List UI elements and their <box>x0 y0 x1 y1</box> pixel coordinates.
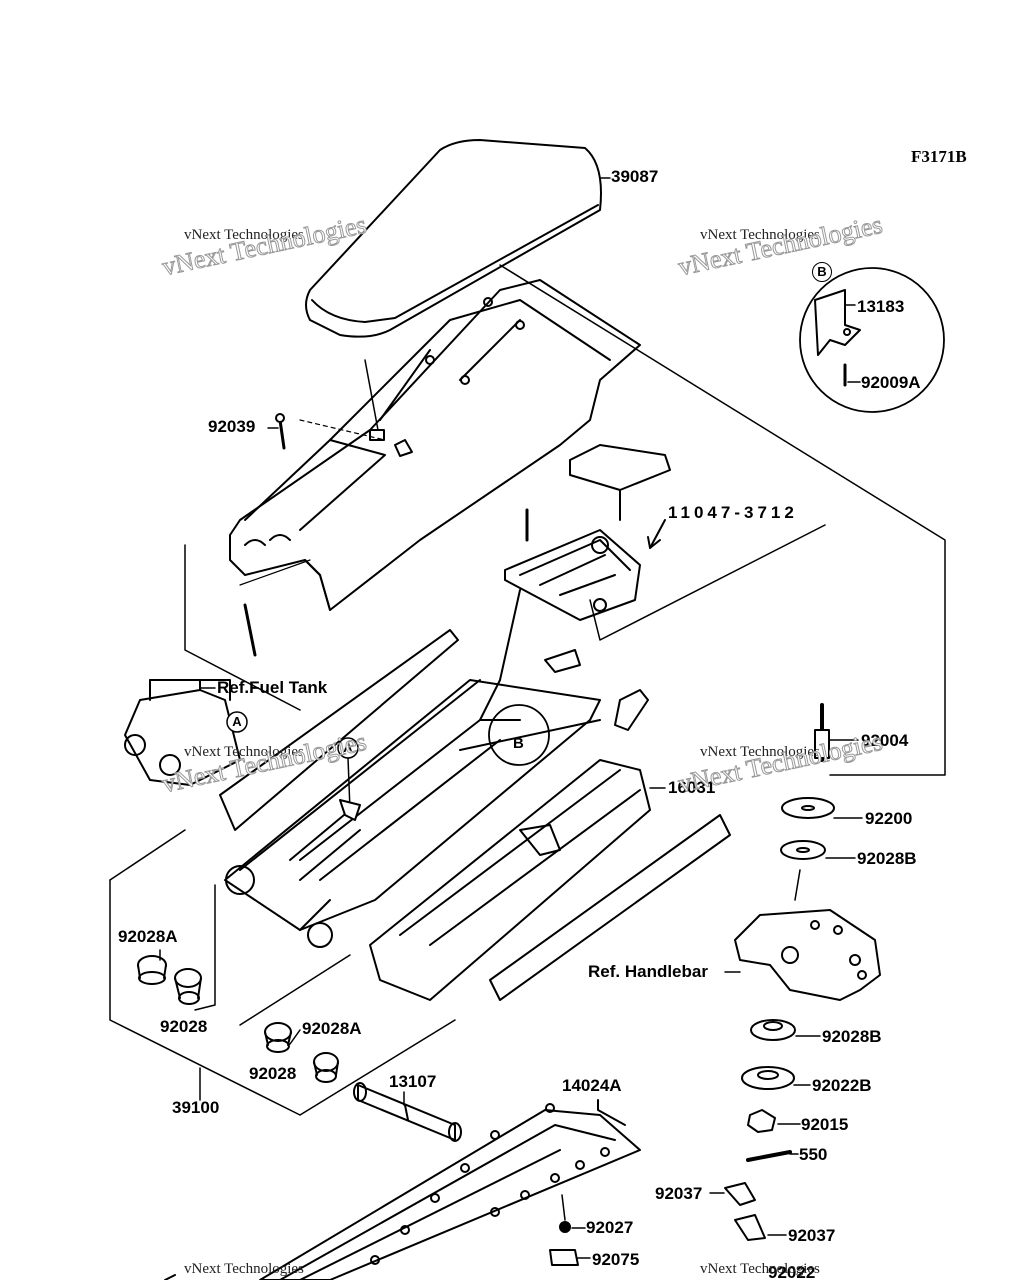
callout-b-frame: B <box>513 735 524 752</box>
part-label-92037-left: 92037 <box>655 1184 703 1203</box>
part-label-92009a: 92009A <box>861 373 921 392</box>
part-label-39100: 39100 <box>172 1098 220 1117</box>
part-label-92022b: 92022B <box>812 1076 872 1095</box>
rail-14024a <box>259 1099 641 1280</box>
fuel-tank-bracket <box>124 679 241 786</box>
washer-92028b <box>780 840 826 860</box>
part-label-92028a-left: 92028A <box>118 927 178 946</box>
rivet-lower <box>243 603 257 657</box>
sleeve-13107 <box>353 1082 462 1142</box>
part-label-11047-3712: 11047-3712 <box>668 503 798 522</box>
seat-frame <box>229 279 641 611</box>
callout-a-right: A <box>343 740 353 755</box>
handlebar-plate <box>734 909 881 1001</box>
part-label-92200: 92200 <box>865 809 913 828</box>
part-label-92004: 92004 <box>861 731 909 750</box>
nut-92027 <box>559 1221 571 1233</box>
pin-550 <box>746 1150 792 1162</box>
part-label-92028-left: 92028 <box>160 1017 208 1036</box>
part-label-13183: 13183 <box>857 297 905 316</box>
part-label-92015: 92015 <box>801 1115 849 1134</box>
washer-92200 <box>781 797 835 819</box>
part-label-14024a: 14024A <box>562 1076 622 1095</box>
part-label-92027: 92027 <box>586 1218 634 1237</box>
frame-rails <box>219 629 649 948</box>
figure-code: F3171B <box>911 147 967 166</box>
part-label-39087: 39087 <box>611 167 659 186</box>
callout-b-circle: B <box>812 262 832 282</box>
part-label-16031: 16031 <box>668 778 716 797</box>
part-label-92022: 92022 <box>768 1263 816 1282</box>
part-label-550: 550 <box>799 1145 828 1164</box>
bracket-13183 <box>814 289 861 387</box>
part-label-92028b-lower: 92028B <box>822 1027 882 1046</box>
part-label-92037-right: 92037 <box>788 1226 836 1245</box>
part-label-92028a-center: 92028A <box>302 1019 362 1038</box>
stud-92004 <box>814 703 830 762</box>
part-label-13107: 13107 <box>389 1072 437 1091</box>
part-label-ref-handlebar: Ref. Handlebar <box>588 962 708 981</box>
part-label-92028-center: 92028 <box>249 1064 297 1083</box>
callout-a-left: A <box>232 714 242 729</box>
clip-92037 <box>724 1182 756 1206</box>
part-label-92075: 92075 <box>592 1250 640 1269</box>
part-label-92039: 92039 <box>208 417 256 436</box>
nut-92015 <box>747 1109 776 1133</box>
rivet-92039 <box>275 413 286 450</box>
grommet-92075 <box>549 1249 579 1266</box>
part-label-ref-fuel-tank: Ref.Fuel Tank <box>217 678 328 697</box>
part-label-92028b-upper: 92028B <box>857 849 917 868</box>
clip-92037-2 <box>734 1214 766 1241</box>
cover-16031 <box>369 759 731 1001</box>
tray-11047-3712 <box>499 444 671 681</box>
seat-pad-39087 <box>305 139 602 338</box>
